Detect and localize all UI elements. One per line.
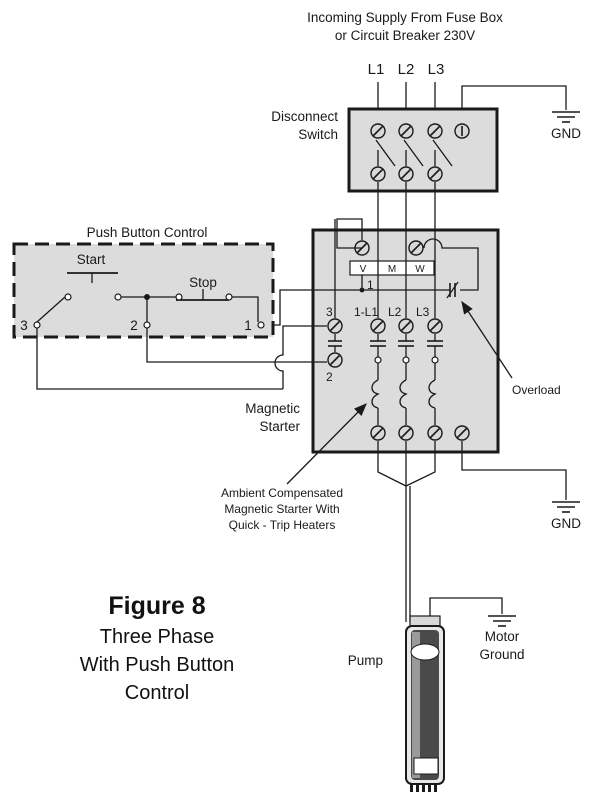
start-label: Start xyxy=(77,252,106,267)
supply-label-l1: L1 xyxy=(368,61,385,78)
motor-ground-icon xyxy=(488,615,516,627)
magnetic-starter-label-line2: Starter xyxy=(259,419,300,434)
starter-label-l3: L3 xyxy=(416,305,430,319)
figure-caption-line2: With Push Button xyxy=(80,654,235,676)
supply-gnd-label: GND xyxy=(551,126,581,141)
control-wires xyxy=(36,325,327,390)
disconnect-to-starter-wires xyxy=(377,182,436,318)
supply-heading-line2: or Circuit Breaker 230V xyxy=(335,28,475,43)
coil-jumper-wire xyxy=(336,218,363,249)
disconnect-blades xyxy=(375,139,453,167)
pump-label: Pump xyxy=(348,653,383,668)
starter-terminal-1-label: 1 xyxy=(367,278,374,292)
pb-terminal-1-label: 1 xyxy=(244,318,252,333)
supply-label-l2: L2 xyxy=(398,61,415,78)
magnetic-starter-label-line1: Magnetic xyxy=(245,401,300,416)
starter-terminal-2-label: 2 xyxy=(326,370,333,384)
starter-label-l1: 1-L1 xyxy=(354,305,378,319)
figure-title: Figure 8 xyxy=(108,592,205,620)
overload-arrow xyxy=(461,300,513,379)
starter-terminal-3-label: 3 xyxy=(326,305,333,319)
supply-ground-icon xyxy=(552,111,580,123)
ambient-arrow xyxy=(286,403,367,485)
main-contacts-heaters xyxy=(370,334,443,425)
supply-label-l3: L3 xyxy=(428,61,445,78)
disconnect-label-line1: Disconnect xyxy=(271,109,338,124)
motor-ground-label-line1: Motor xyxy=(485,629,520,644)
figure-caption-line1: Three Phase xyxy=(100,626,215,648)
overload-label: Overload xyxy=(512,383,561,397)
disconnect-label-line2: Switch xyxy=(298,127,338,142)
starter-ground-icon xyxy=(552,501,580,513)
pump-body xyxy=(405,615,445,792)
figure-caption-line3: Control xyxy=(125,682,189,704)
ambient-label-line1: Ambient Compensated xyxy=(221,486,343,500)
push-button-title: Push Button Control xyxy=(87,225,208,240)
push-button-box xyxy=(12,242,275,339)
push-button-circuit xyxy=(33,272,265,329)
coil-strip xyxy=(349,260,435,276)
coil-label-m: M xyxy=(388,264,396,275)
coil-label-w: W xyxy=(415,264,425,275)
pb-terminal-3-label: 3 xyxy=(20,318,28,333)
coil-overload-wire xyxy=(423,238,479,291)
starter-gnd-label: GND xyxy=(551,516,581,531)
pb-terminal-2-label: 2 xyxy=(130,318,138,333)
coil-label-v: V xyxy=(360,264,367,275)
disconnect-switch-box xyxy=(347,107,499,193)
line-terminals xyxy=(370,318,443,334)
motor-ground-wire xyxy=(429,597,503,616)
load-to-motor-wires xyxy=(377,441,436,622)
starter-label-l2: L2 xyxy=(388,305,402,319)
ambient-label-line3: Quick - Trip Heaters xyxy=(229,518,336,532)
stop-label: Stop xyxy=(189,275,217,290)
starter-ground-wire xyxy=(461,441,567,500)
motor-ground-label-line2: Ground xyxy=(479,647,524,662)
supply-heading-line1: Incoming Supply From Fuse Box xyxy=(307,10,503,25)
ambient-label-line2: Magnetic Starter With xyxy=(224,502,339,516)
